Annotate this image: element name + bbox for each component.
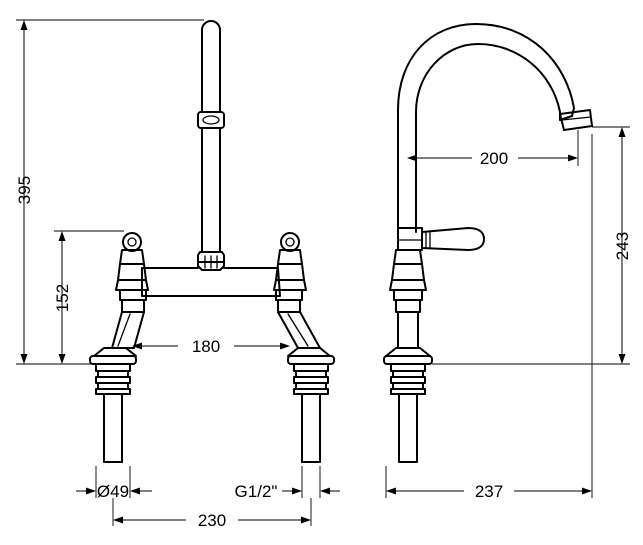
dim-thread-label: G1/2"	[235, 482, 278, 501]
front-view	[89, 20, 335, 463]
dim-spout-height-label: 243	[613, 232, 632, 260]
dim-spout-reach-label: 200	[480, 149, 508, 168]
dim-center-outer-label: 230	[198, 511, 226, 530]
dim-spout-height: 243	[432, 126, 632, 365]
front-right-valve	[273, 232, 335, 463]
dim-spout-reach: 200	[407, 130, 579, 168]
dim-handle-height-label: 152	[53, 284, 72, 312]
side-body	[383, 249, 433, 463]
dim-diameter-label: Ø49	[97, 482, 129, 501]
side-spout	[397, 23, 575, 233]
front-left-valve	[89, 232, 149, 463]
dim-center-inner: 180	[132, 337, 290, 356]
dim-thread: G1/2"	[235, 466, 340, 501]
front-standpipe	[197, 20, 225, 271]
dim-overall-height: 395	[15, 19, 204, 365]
side-lever	[397, 227, 485, 251]
side-view	[383, 23, 593, 463]
dim-depth-label: 237	[475, 482, 503, 501]
front-bridge	[141, 261, 281, 297]
dim-diameter: Ø49	[76, 466, 152, 501]
dim-center-outer: 230	[112, 498, 312, 530]
dim-depth: 237	[385, 134, 593, 501]
dim-handle-height: 152	[53, 230, 124, 365]
dim-center-inner-label: 180	[192, 337, 220, 356]
dim-overall-height-label: 395	[15, 176, 34, 204]
